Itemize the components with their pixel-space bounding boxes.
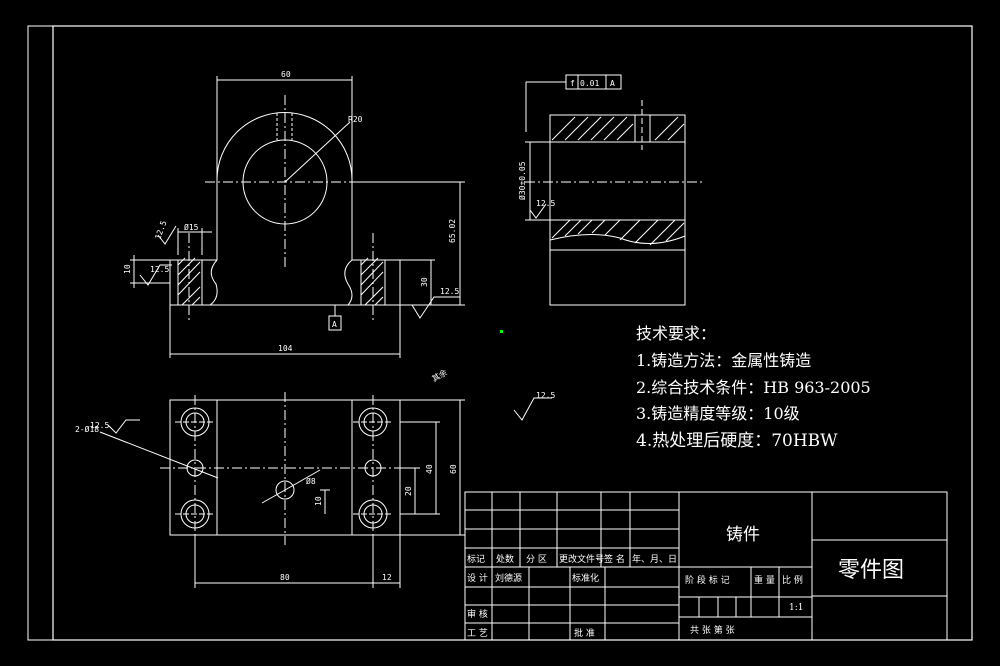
dim-side-bore: Ø30±0.05 <box>517 161 527 200</box>
tb-designer: 刘德源 <box>495 572 522 584</box>
side-view <box>525 74 705 306</box>
side-tolerance-value: 0.01 <box>580 79 599 88</box>
dim-top-outer-width: 60 <box>449 464 458 474</box>
tb-scale-label: 比 例 <box>782 574 803 586</box>
tb-drawing-name: 零件图 <box>838 558 904 583</box>
callout-top-holes: 2-Ø18 <box>75 424 99 434</box>
dim-top-inner-width: 40 <box>425 464 434 474</box>
tb-design: 设 计 <box>467 572 488 584</box>
roughness-note: 其余 <box>430 367 449 384</box>
tb-process: 工 艺 <box>467 628 488 639</box>
tb-material: 铸件 <box>726 525 760 545</box>
tb-approve: 批 准 <box>574 627 595 639</box>
datum-a-label: A <box>332 320 337 329</box>
roughness-side: 12.5 <box>536 199 555 208</box>
dim-front-radius: R20 <box>348 115 363 124</box>
requirement-3: 3.铸造精度等级：10级 <box>636 404 800 423</box>
side-tolerance-symbol: f <box>570 79 575 88</box>
tb-sheets: 共 张 第 张 <box>690 624 735 636</box>
dim-front-width: 60 <box>281 70 291 79</box>
green-marker <box>500 330 503 333</box>
title-block <box>464 491 948 641</box>
dim-front-base-width: 104 <box>278 344 293 353</box>
front-view <box>130 76 465 358</box>
dim-top-length: 80 <box>280 573 290 582</box>
requirement-2: 2.综合技术条件：HB 963-2005 <box>636 378 871 397</box>
dim-front-height: 65.02 <box>448 219 457 243</box>
dim-front-bore: Ø15 <box>184 222 199 232</box>
tb-weight: 重 量 <box>754 574 775 586</box>
roughness-front-left: 12.5 <box>150 265 169 274</box>
dim-top-small-height: 20 <box>404 486 413 496</box>
roughness-front-right: 12.5 <box>440 287 459 296</box>
tb-header-mark: 标记 <box>467 553 485 565</box>
requirement-4: 4.热处理后硬度：70HBW <box>636 431 838 451</box>
dim-top-edge: 12 <box>382 573 392 582</box>
tb-header-change-doc: 更改文件号 <box>559 553 604 565</box>
tb-header-sign: 签 名 <box>604 553 625 565</box>
requirements-title: 技术要求： <box>636 324 717 343</box>
side-tolerance-datum: A <box>610 79 615 88</box>
tb-stage-mark: 阶 段 标 记 <box>685 574 730 586</box>
top-view <box>99 392 552 588</box>
requirement-1: 1.铸造方法：金属性铸造 <box>636 351 812 370</box>
tb-header-zone: 分 区 <box>526 554 547 565</box>
tb-review: 审 核 <box>467 608 488 620</box>
roughness-front-bore: 12.5 <box>153 219 168 240</box>
tb-header-date: 年、月、日 <box>632 553 677 565</box>
tb-standardize: 标准化 <box>572 572 599 584</box>
dim-front-base-height: 30 <box>420 277 429 287</box>
dim-top-tiny-height: 10 <box>314 496 323 506</box>
roughness-top-callout: 12.5 <box>90 421 109 430</box>
dim-front-base-thickness: 10 <box>123 264 132 274</box>
dim-top-hole-small: Ø8 <box>306 476 316 486</box>
tb-scale-value: 1:1 <box>789 603 803 613</box>
tb-header-count: 处数 <box>496 553 514 565</box>
roughness-general: 12.5 <box>536 391 555 400</box>
